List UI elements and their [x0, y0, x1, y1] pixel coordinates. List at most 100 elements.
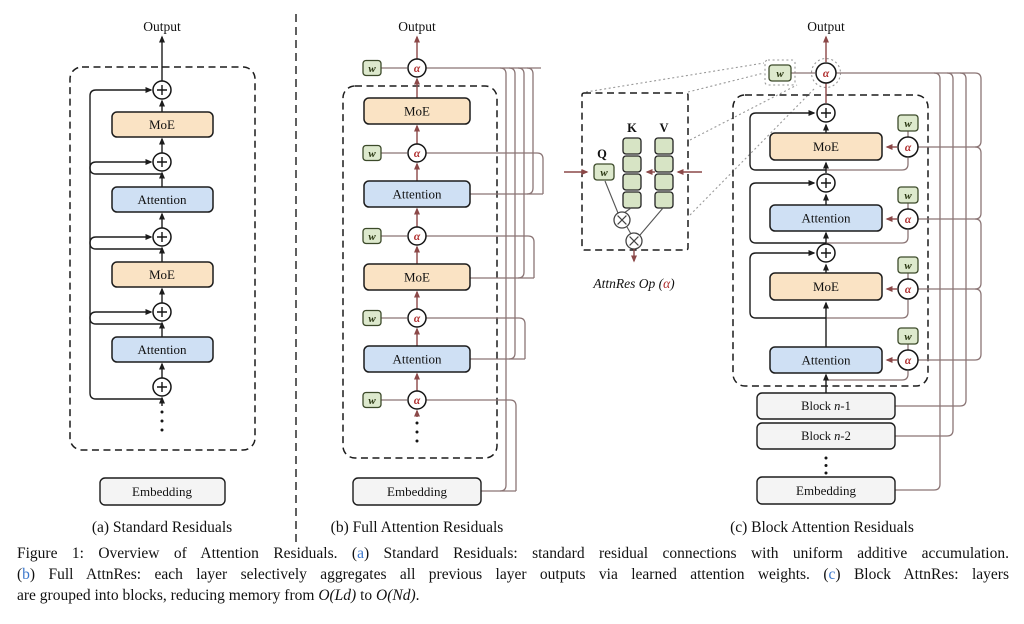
panel-b-embedding-box [352, 477, 482, 506]
alpha-label: α [414, 63, 421, 75]
w-label: w [368, 148, 376, 160]
caption-text: ) [29, 565, 36, 583]
alpha-node [815, 62, 837, 84]
w-box [362, 309, 382, 327]
panel-c-ellipsis [824, 456, 828, 475]
plus-node [152, 80, 172, 100]
caption-math-old: O(Ld) [318, 586, 357, 604]
alpha-node [897, 278, 919, 300]
panel-b-residual-tracks [381, 67, 544, 492]
block-n-2-box [756, 422, 896, 450]
block-n-1-box [756, 392, 896, 420]
caption-ref-c: c [828, 565, 836, 583]
block-n-2-label: Block n-2 [801, 429, 851, 443]
w-label: w [904, 331, 912, 343]
panel-b-weight-nodes: w w w w w [362, 59, 382, 409]
caption-text: Block AttnRes: layers [840, 565, 1009, 583]
times-node [625, 232, 643, 250]
caption-text: are grouped into blocks, reducing memory… [17, 586, 319, 604]
w-box [362, 391, 382, 409]
panel-c-attention-box-2 [769, 346, 883, 374]
plus-node [816, 103, 836, 123]
w-box [362, 227, 382, 245]
caption-math-new: O(Nd) [376, 586, 416, 604]
panel-a: Output MoE Attention MoE [69, 19, 256, 536]
panel-a-embedding-box [99, 477, 226, 506]
attention-label: Attention [392, 187, 442, 202]
embedding-label: Embedding [132, 484, 192, 499]
w-label: w [776, 68, 784, 80]
times-node [613, 211, 631, 229]
panel-c-residual-tracks [791, 72, 982, 491]
moe-label: MoE [404, 270, 430, 285]
caption-text: ( [351, 545, 358, 562]
panel-b-caption: (b) Full Attention Residuals [331, 519, 504, 536]
v-label: V [659, 121, 668, 135]
inset-callout-lines [585, 62, 815, 216]
panel-c-attention-box-1 [769, 204, 883, 232]
panel-a-attention-box-2 [111, 336, 214, 363]
inset-caption: AttnRes Op (α) [592, 276, 675, 291]
caption-ref-b: b [22, 565, 30, 583]
caption-line-1: Figure 1: Overview of Attention Residual… [17, 544, 1009, 565]
panel-c-embedding-box [756, 476, 896, 505]
moe-label: MoE [149, 117, 175, 132]
alpha-node [897, 208, 919, 230]
panel-b-moe-box-2 [363, 263, 471, 291]
moe-label: MoE [813, 279, 839, 294]
moe-label: MoE [149, 267, 175, 282]
caption-text: ) [835, 565, 841, 583]
panel-b-ellipsis [415, 421, 419, 443]
alpha-node [897, 136, 919, 158]
w-label: w [904, 260, 912, 272]
alpha-node [407, 226, 427, 246]
caption-text: Figure 1: Overview of Attention Residual… [17, 545, 352, 562]
caption-line-2: (b) Full AttnRes: each layer selectively… [17, 565, 1009, 586]
caption-line-3: are grouped into blocks, reducing memory… [17, 586, 1009, 607]
attention-label: Attention [392, 352, 442, 367]
w-label: w [904, 118, 912, 130]
w-box [593, 163, 615, 181]
alpha-label: α [905, 214, 912, 226]
w-box [897, 256, 919, 274]
caption-text: . [415, 586, 420, 604]
panel-b-attention-box-1 [363, 180, 471, 208]
block-n-1-label: Block n-1 [801, 399, 851, 413]
moe-label: MoE [813, 139, 839, 154]
w-label: w [904, 190, 912, 202]
attention-label: Attention [137, 192, 187, 207]
panel-b: Output [331, 19, 544, 536]
panel-c-moe-box-1 [769, 132, 883, 161]
w-box [897, 114, 919, 132]
caption-text: to [356, 586, 377, 604]
plus-node [816, 243, 836, 263]
caption-text: Full AttnRes: each layer selectively agg… [35, 565, 824, 583]
panel-b-moe-box-1 [363, 97, 471, 125]
panel-a-caption: (a) Standard Residuals [92, 519, 232, 536]
alpha-label: α [905, 284, 912, 296]
panel-c-alpha-nodes: α α α α [897, 136, 919, 371]
panel-b-dashed-box [342, 85, 498, 459]
w-box [362, 144, 382, 162]
plus-node [152, 302, 172, 322]
alpha-node [407, 143, 427, 163]
w-label: w [368, 395, 376, 407]
alpha-label: α [414, 231, 421, 243]
panel-a-moe-box-1 [111, 111, 214, 138]
panel-c: Output [730, 19, 982, 536]
caption-text: Standard Residuals: standard residual co… [369, 545, 1009, 562]
alpha-label: α [414, 148, 421, 160]
caption-text: ( [17, 565, 23, 583]
panel-c-alpha-injection-arrows [885, 144, 897, 363]
panel-a-output-label: Output [143, 19, 181, 34]
attention-label: Attention [801, 211, 851, 226]
alpha-label: α [905, 142, 912, 154]
alpha-node [897, 349, 919, 371]
panel-a-skip-connections [89, 87, 162, 400]
attnres-op-inset: K V Q w AttnRes Op [564, 62, 815, 291]
w-box [768, 64, 792, 82]
k-label: K [627, 121, 637, 135]
alpha-label: α [414, 395, 421, 407]
w-box [897, 186, 919, 204]
panel-b-alpha-nodes: α α α α α [407, 58, 427, 410]
